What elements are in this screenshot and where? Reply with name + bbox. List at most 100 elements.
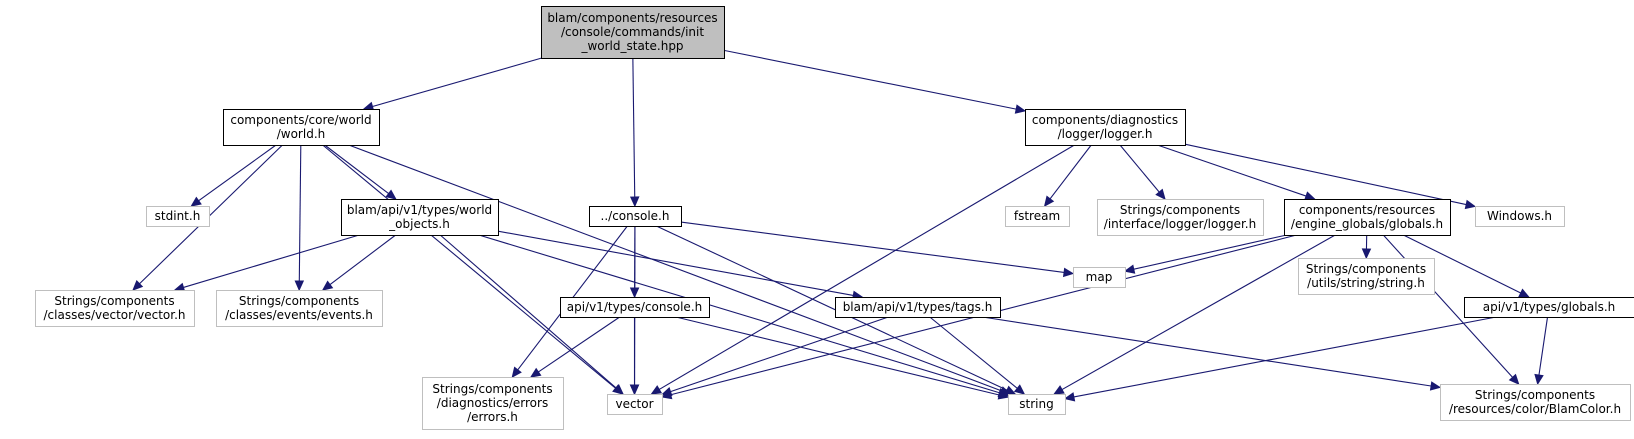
node-box xyxy=(1464,297,1634,318)
edge-line xyxy=(632,57,636,198)
node-label-line: _world_state.hpp xyxy=(580,39,683,53)
edge-arrowhead-icon xyxy=(1508,373,1520,385)
node-world-objects[interactable]: blam/api/v1/types/world_objects.h xyxy=(341,199,499,236)
node-windows: Windows.h xyxy=(1475,206,1565,227)
edge-arrowhead-icon xyxy=(1053,385,1065,395)
node-string-h: Strings/components/utils/string/string.h xyxy=(1298,258,1435,295)
node-label-line: Windows.h xyxy=(1487,209,1552,223)
node-label-line: /utils/string/string.h xyxy=(1307,276,1425,290)
node-box xyxy=(1298,258,1435,295)
node-box xyxy=(1025,109,1186,146)
node-box xyxy=(1073,267,1126,288)
node-label-line: components/core/world xyxy=(230,113,371,127)
edge-line xyxy=(656,225,1008,391)
edge-console-to-map xyxy=(680,221,1075,278)
edge-root-to-logger xyxy=(723,49,1027,114)
edge-line xyxy=(372,57,542,108)
edge-line xyxy=(439,234,617,389)
node-vector: vector xyxy=(607,394,663,415)
edge-line xyxy=(497,230,854,296)
edge-logger-to-windows xyxy=(1184,143,1477,210)
edge-world_objects-to-tags xyxy=(497,230,864,301)
node-box xyxy=(146,206,210,227)
node-world[interactable]: components/core/world/world.h xyxy=(223,109,380,146)
edge-arrowhead-icon xyxy=(1063,392,1076,402)
edge-line xyxy=(1538,316,1549,376)
node-stdint: stdint.h xyxy=(146,206,210,227)
edge-line xyxy=(139,144,283,285)
node-label-line: /console/commands/init xyxy=(561,25,704,39)
node-label-line: fstream xyxy=(1014,209,1060,223)
edge-line xyxy=(198,144,277,202)
edge-world-to-string xyxy=(348,144,1012,396)
edge-globals-to-map xyxy=(1123,234,1287,274)
node-box xyxy=(1008,394,1066,415)
edge-arrowhead-icon xyxy=(1534,373,1544,386)
node-box xyxy=(422,377,564,430)
edge-globals-to-string_h xyxy=(1361,234,1372,260)
node-label-line: Strings/components xyxy=(54,294,174,308)
node-box xyxy=(1475,206,1565,227)
edge-api_globals-to-blamcolor xyxy=(1534,316,1549,386)
node-api-console[interactable]: api/v1/types/console.h xyxy=(560,297,710,318)
edge-arrowhead-icon xyxy=(321,280,334,291)
edge-api_console-to-errors xyxy=(529,316,621,378)
edge-line xyxy=(1061,234,1336,391)
edge-api_console-to-string xyxy=(675,316,1010,400)
node-box xyxy=(560,297,710,318)
edge-console-to-string xyxy=(656,225,1017,395)
edge-line xyxy=(1403,234,1521,294)
node-label-line: blam/api/v1/types/tags.h xyxy=(843,300,993,314)
edge-root-to-console xyxy=(629,57,640,208)
edge-arrowhead-icon xyxy=(1429,381,1442,391)
edge-world-to-vector_h xyxy=(132,144,283,291)
node-root[interactable]: blam/components/resources/console/comman… xyxy=(541,6,725,59)
edge-line xyxy=(670,316,889,393)
node-label-line: string xyxy=(1019,397,1053,411)
node-api-globals[interactable]: api/v1/types/globals.h xyxy=(1464,297,1634,318)
edge-line xyxy=(324,144,389,194)
edge-arrowhead-icon xyxy=(1518,288,1530,298)
edge-api_globals-to-string xyxy=(1063,316,1497,402)
node-box xyxy=(1440,384,1631,421)
edge-arrowhead-icon xyxy=(1155,188,1166,200)
node-tags[interactable]: blam/api/v1/types/tags.h xyxy=(835,297,1001,318)
edge-logger-to-iface_logger xyxy=(1119,144,1166,200)
node-blamcolor: Strings/components/resources/color/BlamC… xyxy=(1440,384,1631,421)
edge-line xyxy=(1073,316,1497,398)
edge-tags-to-vector xyxy=(660,316,889,397)
edge-arrowhead-icon xyxy=(660,390,673,400)
edge-line xyxy=(348,144,1002,392)
node-box xyxy=(341,199,499,236)
node-box xyxy=(35,290,195,327)
edge-arrowhead-icon xyxy=(1013,384,1026,395)
edge-api_console-to-vector xyxy=(629,317,640,396)
edge-arrowhead-icon xyxy=(1464,199,1477,210)
node-globals[interactable]: components/resources/engine_globals/glob… xyxy=(1284,199,1451,236)
edge-logger-to-globals xyxy=(1157,144,1316,201)
edge-world_objects-to-events xyxy=(321,234,396,291)
node-label-line: Strings/components xyxy=(1306,262,1426,276)
node-box xyxy=(216,290,383,327)
edge-arrowhead-icon xyxy=(529,367,542,378)
node-label-line: api/v1/types/globals.h xyxy=(1483,300,1616,314)
node-string: string xyxy=(1008,394,1066,415)
node-console[interactable]: ../console.h xyxy=(589,206,682,227)
edge-arrowhead-icon xyxy=(1123,264,1136,274)
edge-line xyxy=(982,316,1432,387)
edge-logger-to-vector xyxy=(650,144,1075,395)
node-fstream: fstream xyxy=(1005,206,1070,227)
node-logger[interactable]: components/diagnostics/logger/logger.h xyxy=(1025,109,1186,146)
node-errors: Strings/components/diagnostics/errors/er… xyxy=(422,377,564,430)
node-label-line: components/diagnostics xyxy=(1032,113,1178,127)
edge-line xyxy=(680,221,1065,273)
node-iface-logger: Strings/components/interface/logger/logg… xyxy=(1097,199,1264,236)
node-box xyxy=(1284,199,1451,236)
edge-globals-to-api_globals xyxy=(1403,234,1530,298)
edge-root-to-world xyxy=(362,57,542,111)
node-label-line: /diagnostics/errors xyxy=(437,396,548,410)
node-box xyxy=(223,109,380,146)
edge-line xyxy=(478,234,1000,394)
node-box xyxy=(589,206,682,227)
